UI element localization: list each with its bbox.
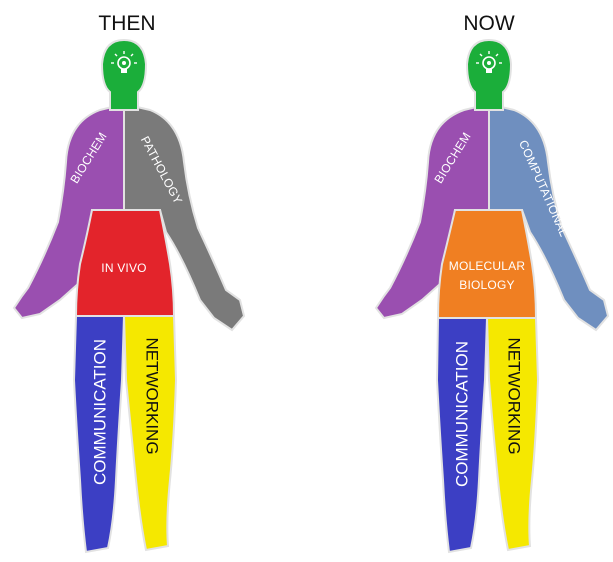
figure-now-label-torso-line-2: BIOLOGY [459,278,514,292]
figure-then-region-head [102,40,146,110]
figure-then: THEN BIOCHEM PATHOLOGY IN VIVO COMMUNICA… [14,12,244,552]
figure-then-heading: THEN [98,12,155,35]
figure-now-region-head [467,40,511,110]
figure-now-label-left-leg: COMMUNICATION [452,341,471,487]
figure-now-label-torso-line-1: MOLECULAR [449,259,526,273]
figure-then-label-right-leg: NETWORKING [143,337,162,454]
figure-then-label-left-leg: COMMUNICATION [90,339,109,485]
figure-now-label-right-leg: NETWORKING [505,337,524,454]
figure-now-heading: NOW [463,12,515,35]
figure-then-label-torso: IN VIVO [101,261,146,275]
figure-now: NOW BIOCHEM COMPUTATIONAL MOLECULAR BIOL… [376,12,608,552]
